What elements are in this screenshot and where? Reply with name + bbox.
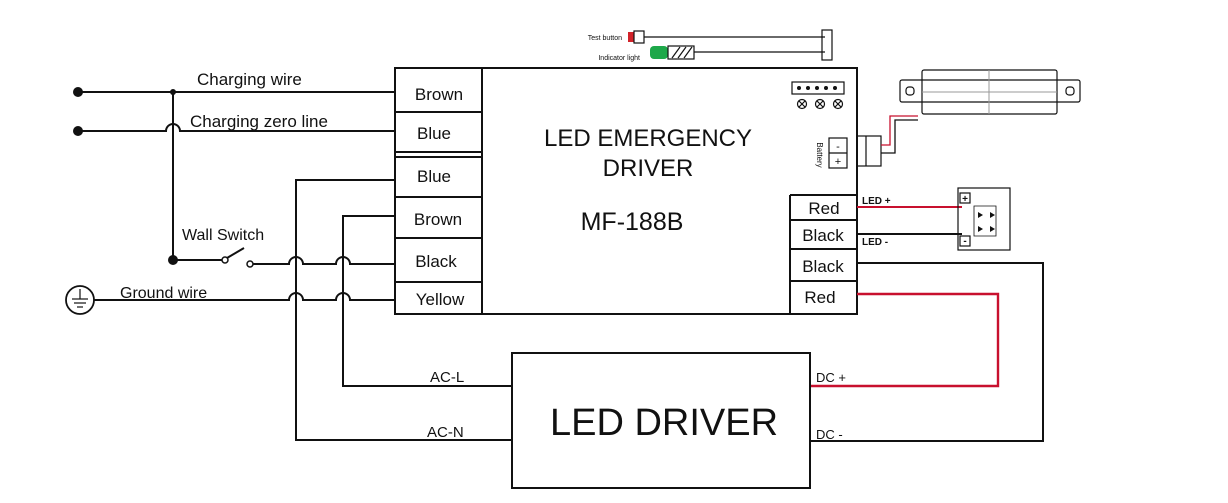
- indicator-board-icon: [957, 187, 1011, 251]
- battery-socket: - + Battery: [815, 137, 848, 169]
- dc-minus-label: DC -: [816, 427, 843, 442]
- emergency-driver-title-line1: LED EMERGENCY: [544, 125, 752, 152]
- battery-pack: [856, 69, 1081, 167]
- left-terminal-block: Brown Blue Blue Brown Black Yellow: [395, 85, 482, 309]
- ground-icon: [65, 285, 95, 315]
- dc-minus-wire: [810, 262, 1044, 442]
- battery-plug: [856, 135, 882, 167]
- indicator-light-label: Indicator light: [598, 55, 640, 62]
- ac-n-wire: [295, 179, 512, 441]
- battery-minus-sign: -: [836, 141, 840, 153]
- terminal-brown-2: Brown: [414, 210, 462, 229]
- emergency-driver-title-line2: DRIVER: [603, 155, 694, 182]
- led-driver-box: [511, 352, 811, 489]
- terminal-yellow: Yellow: [416, 290, 465, 309]
- terminal-blue-1: Blue: [417, 124, 451, 143]
- harness-connector: [821, 29, 833, 61]
- terminal-red-1: Red: [808, 199, 839, 218]
- right-terminal-block: Red Black Black Red: [790, 194, 857, 307]
- screw-icon: [796, 98, 808, 110]
- dc-plus-label: DC +: [816, 370, 846, 385]
- battery-label: Battery: [815, 142, 824, 167]
- led-driver: LED DRIVER AC-L AC-N DC + DC -: [427, 352, 846, 489]
- terminal-blue-2: Blue: [417, 167, 451, 186]
- indicator-light-body: [667, 45, 695, 60]
- led-driver-title: LED DRIVER: [550, 402, 778, 444]
- wall-switch-icon: [221, 247, 254, 268]
- led-plus-label: LED +: [862, 196, 891, 207]
- pin-header: [791, 81, 845, 110]
- test-button-label: Test button: [588, 35, 622, 42]
- ac-n-label: AC-N: [427, 424, 464, 441]
- emergency-driver: LED EMERGENCY DRIVER MF-188B Brown Blue …: [394, 67, 858, 315]
- terminal-red-2: Red: [804, 288, 835, 307]
- battery-plus-sign: +: [835, 156, 841, 168]
- charging-wire-label: Charging wire: [197, 70, 302, 89]
- terminal-black-1: Black: [802, 226, 844, 245]
- input-wiring: Charging wire Charging zero line Wall Sw…: [65, 70, 512, 441]
- terminal-black: Black: [415, 252, 457, 271]
- battery-bracket: [899, 79, 1081, 103]
- ground-wire-label: Ground wire: [120, 285, 207, 302]
- dc-plus-wire: [810, 292, 1000, 388]
- terminal-black-2: Black: [802, 257, 844, 276]
- indicator-plus-sign: +: [962, 194, 968, 205]
- test-button-icon: [628, 32, 634, 42]
- charging-zero-line-label: Charging zero line: [190, 112, 328, 131]
- terminal-brown-1: Brown: [415, 85, 463, 104]
- ac-l-wire: [342, 215, 512, 387]
- led-minus-label: LED -: [862, 237, 888, 248]
- test-button-body: [633, 30, 645, 44]
- emergency-driver-model: MF-188B: [581, 208, 684, 236]
- ac-l-label: AC-L: [430, 369, 464, 386]
- accessory-harness: Test button Indicator light: [588, 29, 833, 62]
- screw-icon: [814, 98, 826, 110]
- indicator-minus-sign: -: [963, 236, 966, 247]
- wall-switch-label: Wall Switch: [182, 227, 264, 244]
- emergency-driver-box: [394, 67, 858, 315]
- screw-icon: [832, 98, 844, 110]
- led-indicator-output: LED + LED - + -: [857, 187, 1011, 251]
- indicator-light-icon: [650, 46, 668, 59]
